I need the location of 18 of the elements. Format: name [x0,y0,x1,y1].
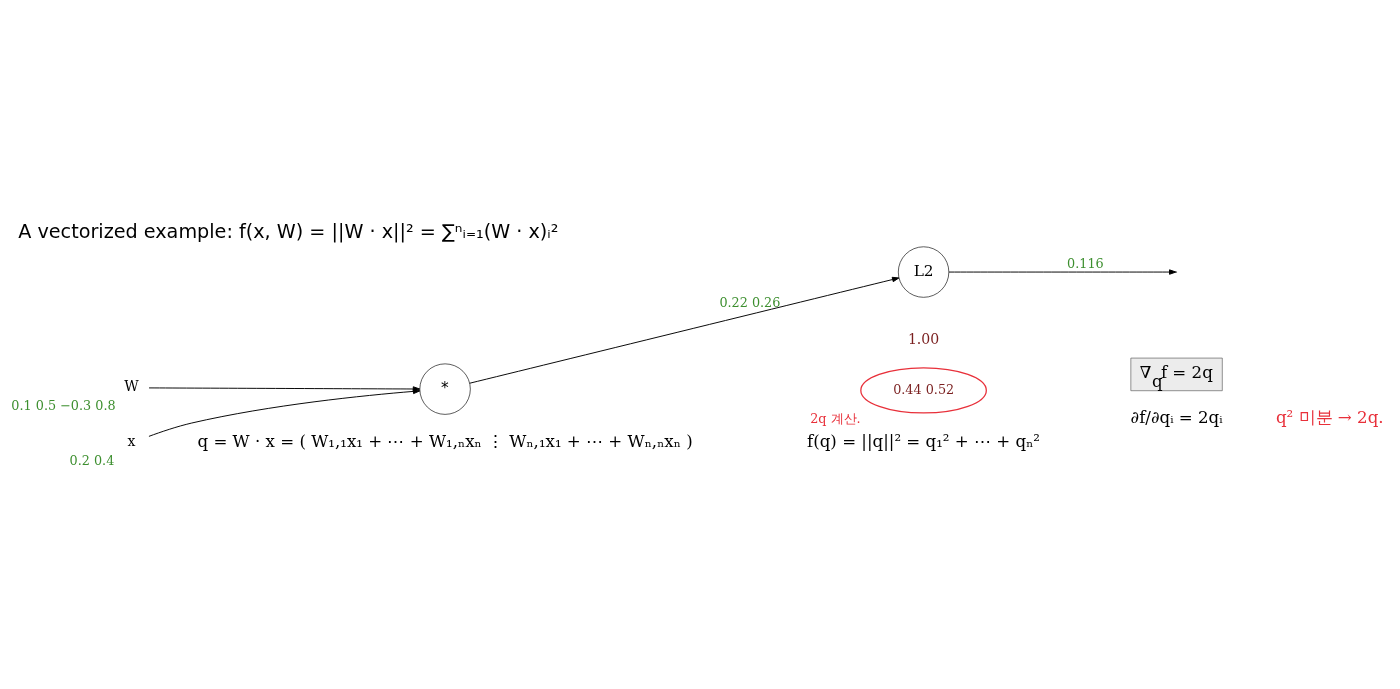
label: q = W · x = ( W₁,₁x₁ + ⋯ + W₁,ₙxₙ ⋮ Wₙ,₁x₁ + ⋯ + Wₙ,ₙxₙ ) [197,431,693,451]
arrow [948,269,1177,275]
label: ∂f/∂qᵢ = 2qᵢ [1130,407,1223,427]
diagram-title: A vectorized example: f(x, W) = ||W · x||² = ∑ⁿᵢ₌₁(W · x)ᵢ² [18,220,559,244]
arrow [469,276,900,384]
node-circle: L2 [898,246,950,298]
node-circle: * [419,363,471,415]
label: f(q) = ||q||² = q₁² + ⋯ + qₙ² [807,431,1041,451]
label: q² 미분 → 2q. [1275,407,1384,427]
edge-label: 0.116 [1067,256,1104,272]
node-label: 0.2 0.4 [69,452,115,468]
node-label: 2q 계산. [810,411,861,427]
node-ellipse: 0.44 0.52 [860,367,987,414]
node-text: x [127,433,136,450]
node-text: W [124,378,139,395]
edge-label: 0.22 0.26 [719,294,781,310]
label: 1.00 [907,331,940,348]
node-label: 0.1 0.5 −0.3 0.8 [11,397,116,413]
